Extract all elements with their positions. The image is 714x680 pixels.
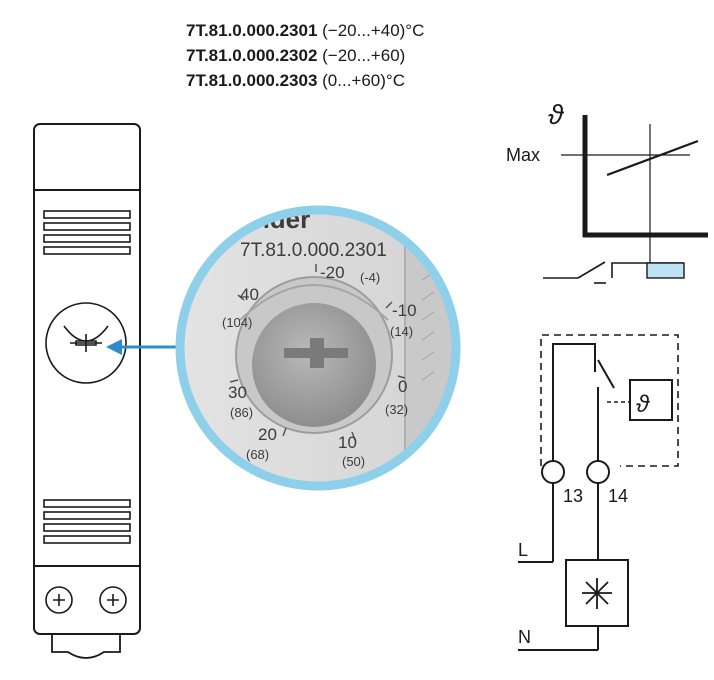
model-range-3: (0...+60)°C	[322, 71, 405, 90]
graph-setpoint-line	[606, 139, 699, 177]
scale-f-5: (86)	[230, 405, 253, 420]
graph-max-label: Max	[506, 145, 540, 165]
sensor-symbol: ϑ	[636, 391, 650, 418]
zoom-detail: finder 7T.81.0.000.2301 -20 (-4	[175, 205, 461, 491]
contact-blade	[577, 261, 606, 279]
zoom-ring	[175, 205, 461, 491]
model-row-1: 7T.81.0.000.2301 (−20...+40)°C	[186, 18, 424, 43]
scale-c-4: 20	[258, 425, 277, 444]
terminal-screw-14	[99, 586, 127, 614]
scale-c-3: 10	[338, 433, 357, 452]
vent-slots-bottom	[43, 499, 131, 544]
scale-ticks	[229, 264, 406, 441]
terminal-14	[586, 460, 610, 484]
wire-13-internal	[552, 343, 596, 462]
zoom-arrow	[106, 339, 180, 355]
scale-f-4: (68)	[246, 447, 269, 462]
line-label: L	[518, 540, 528, 560]
housing-ribs	[421, 271, 435, 381]
switching-graph: ϑ Max	[506, 99, 708, 284]
graph-y-symbol: ϑ	[548, 99, 565, 130]
zoom-model: 7T.81.0.000.2301	[240, 240, 387, 261]
model-range-1: (−20...+40)°C	[322, 21, 425, 40]
scale-c-1: -10	[392, 301, 417, 320]
heater-icon	[582, 578, 612, 609]
scale-f-6: (104)	[222, 315, 252, 330]
model-row-2: 7T.81.0.000.2302 (−20...+60)	[186, 43, 424, 68]
model-list: 7T.81.0.000.2301 (−20...+40)°C 7T.81.0.0…	[186, 18, 424, 93]
scale-c-6: 40	[240, 285, 259, 304]
din-rail-clip	[51, 634, 121, 659]
terminal-13-label: 13	[563, 486, 583, 506]
switch-contact	[597, 359, 615, 389]
device-outline-dashed	[540, 334, 679, 467]
thermostat-device	[33, 123, 141, 659]
scale-c-0: -20	[320, 263, 345, 282]
model-code-3: 7T.81.0.000.2303	[186, 71, 318, 90]
model-code-2: 7T.81.0.000.2302	[186, 46, 318, 65]
terminal-14-label: 14	[608, 486, 628, 506]
model-row-3: 7T.81.0.000.2303 (0...+60)°C	[186, 68, 424, 93]
setpoint-knob-small	[45, 302, 127, 384]
scale-f-3: (50)	[342, 454, 365, 469]
contact-on-band	[646, 262, 685, 279]
scale-c-2: 0	[398, 377, 407, 396]
model-range-2: (−20...+60)	[322, 46, 406, 65]
scale-f-0: (-4)	[360, 270, 380, 285]
scale-f-2: (32)	[385, 402, 408, 417]
scale-f-1: (14)	[390, 324, 413, 339]
model-code-1: 7T.81.0.000.2301	[186, 21, 318, 40]
vent-slots-top	[43, 210, 131, 255]
wiring-diagram	[518, 334, 679, 651]
device-housing	[33, 123, 141, 635]
sensor-box	[629, 379, 673, 421]
scale-c-5: 30	[228, 383, 247, 402]
terminal-screw-13	[45, 586, 73, 614]
zoom-screw-slot	[284, 338, 348, 368]
neutral-label: N	[518, 627, 531, 647]
terminal-13	[541, 460, 565, 484]
